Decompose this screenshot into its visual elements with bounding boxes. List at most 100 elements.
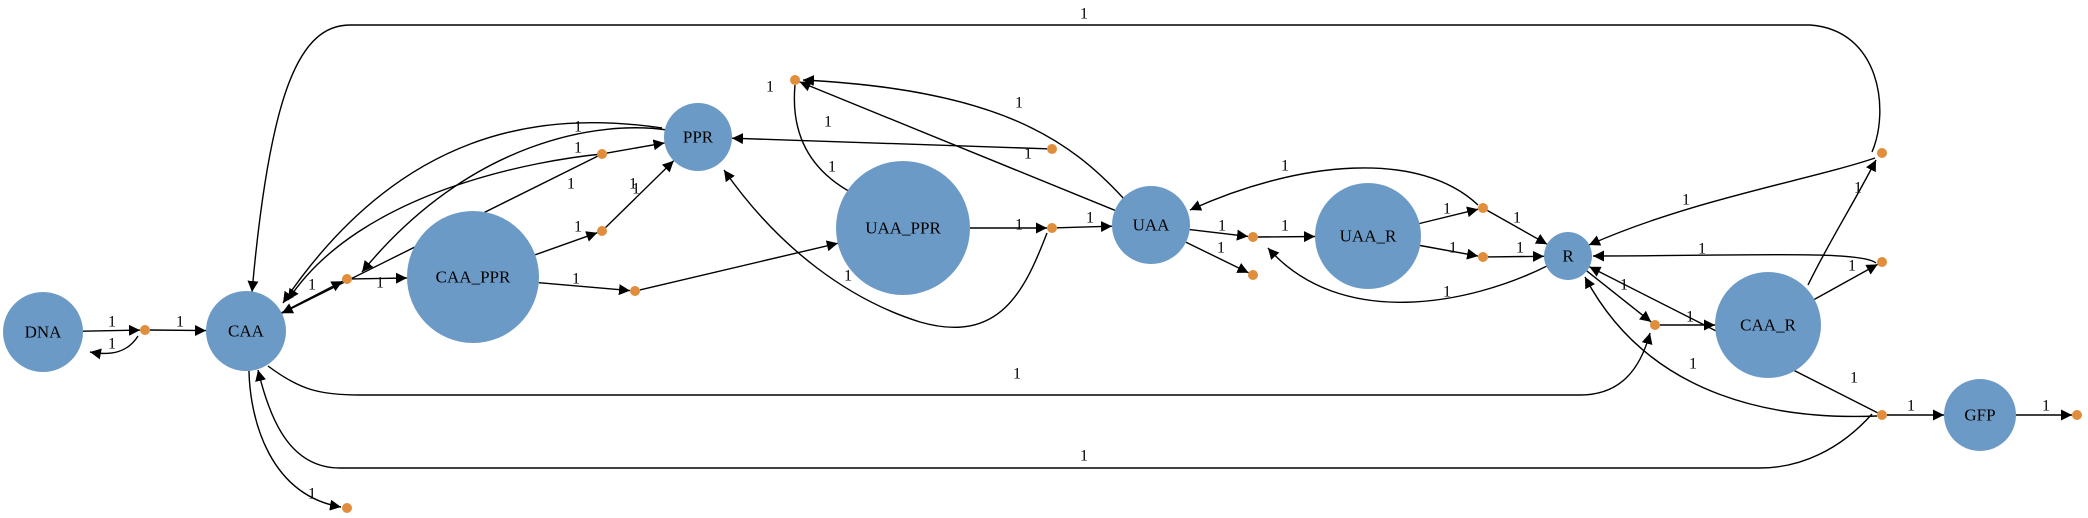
- edge-weight-label: 1: [1443, 201, 1451, 218]
- reaction-node-r16[interactable]: [1877, 410, 1887, 420]
- reaction-node-r7[interactable]: [1047, 144, 1057, 154]
- species-circle: [407, 211, 539, 343]
- reaction-node-r10[interactable]: [1248, 270, 1258, 280]
- species-label: PPR: [683, 128, 714, 147]
- species-node-uaa-ppr[interactable]: UAA_PPR: [836, 161, 970, 295]
- reaction-node-r11[interactable]: [1478, 203, 1488, 213]
- reaction-node-r18[interactable]: [342, 503, 352, 513]
- edge-weight-label: 1: [1698, 241, 1706, 258]
- edge-line: [248, 370, 342, 511]
- edge-line: [1056, 221, 1113, 233]
- species-node-uaa[interactable]: UAA: [1112, 186, 1190, 264]
- reaction-node-r13[interactable]: [1650, 320, 1660, 330]
- reaction-node-r12[interactable]: [1478, 252, 1488, 262]
- edge-weight-label: 1: [308, 277, 316, 294]
- edge-weight-label: 1: [1218, 218, 1226, 235]
- edge-r12-to-r: [1487, 250, 1545, 262]
- edge-weight-label: 1: [376, 275, 384, 292]
- edge-weight-label: 1: [108, 336, 116, 353]
- reaction-node-r9[interactable]: [1248, 232, 1258, 242]
- species-circle: [1315, 183, 1421, 289]
- species-label: CAA: [228, 322, 265, 341]
- species-circle: [1544, 232, 1592, 280]
- edge-line: [793, 84, 859, 197]
- edge-weight-label: 1: [1516, 240, 1524, 257]
- edge-line: [639, 240, 838, 291]
- edge-caa_ppr-to-r4: [534, 231, 598, 256]
- edge-weight-label: 1: [1443, 284, 1451, 301]
- edge-r4-to-ppr: [605, 160, 675, 229]
- species-label: DNA: [25, 323, 63, 342]
- species-circle: [1112, 186, 1190, 264]
- species-layer: DNA CAA CAA_PPR PPR UAA_PPR UAA UAA_R R CAA_R GFP: [3, 103, 2016, 451]
- edge-caa_r-to-r14: [247, 24, 1881, 293]
- edge-line: [1267, 247, 1550, 303]
- edge-r5-to-uaa_ppr: [639, 240, 838, 291]
- species-node-uaa-r[interactable]: UAA_R: [1315, 183, 1421, 289]
- edge-line: [267, 332, 1653, 396]
- edge-weight-label: 1: [1620, 277, 1628, 294]
- edge-line: [1588, 157, 1876, 246]
- species-node-caa-ppr[interactable]: CAA_PPR: [407, 211, 539, 343]
- edge-uaa-to-r10: [1185, 241, 1249, 274]
- edge-weight-label: 1: [828, 159, 836, 176]
- species-node-caa[interactable]: CAA: [206, 291, 286, 371]
- species-node-ppr[interactable]: PPR: [664, 103, 732, 171]
- edge-weight-label: 1: [766, 79, 774, 96]
- edge-line: [606, 139, 665, 154]
- edge-line: [1487, 250, 1545, 262]
- reaction-node-r15[interactable]: [1877, 257, 1887, 267]
- edge-line: [1419, 206, 1479, 225]
- edge-line: [1814, 263, 1878, 301]
- edge-line: [247, 24, 1881, 293]
- edge-dna-to-r1: [82, 324, 141, 336]
- edge-r8-to-uaa: [1056, 221, 1113, 233]
- species-circle: [836, 161, 970, 295]
- edge-r-to-r9: [1267, 247, 1550, 303]
- reaction-node-r17[interactable]: [2072, 410, 2082, 420]
- edge-weight-label: 1: [2042, 398, 2050, 415]
- edge-uaa_ppr-to-r7: [793, 84, 859, 197]
- species-node-dna[interactable]: DNA: [3, 292, 83, 372]
- edge-line: [723, 169, 1048, 328]
- edge-weight-label: 1: [572, 271, 580, 288]
- edge-line: [82, 324, 141, 336]
- species-node-r[interactable]: R: [1544, 232, 1592, 280]
- edge-r9-to-uaa_r: [1257, 231, 1316, 243]
- edge-weight-label: 1: [1024, 146, 1032, 163]
- reaction-node-r6[interactable]: [790, 75, 800, 85]
- species-node-gfp[interactable]: GFP: [1944, 379, 2016, 451]
- edge-weight-label: 1: [1449, 240, 1457, 257]
- edge-r11-to-uaa: [1189, 167, 1479, 211]
- reaction-node-r14[interactable]: [1877, 148, 1887, 158]
- reaction-node-r5[interactable]: [630, 286, 640, 296]
- edge-line: [1584, 276, 1878, 418]
- reaction-node-r2[interactable]: [342, 274, 352, 284]
- edge-weight-label: 1: [1513, 210, 1521, 227]
- edge-uaa_r-to-r11: [1419, 206, 1479, 225]
- reaction-node-r1[interactable]: [140, 325, 150, 335]
- edge-r1-to-caa: [149, 324, 207, 336]
- edge-weight-label: 1: [632, 181, 640, 198]
- edge-line: [1807, 159, 1877, 286]
- edge-weight-label: 1: [1080, 448, 1088, 465]
- species-circle: [1944, 379, 2016, 451]
- edge-weight-label: 1: [824, 114, 832, 131]
- reaction-node-r8[interactable]: [1047, 223, 1057, 233]
- edge-weight-label: 1: [844, 268, 852, 285]
- edge-r3-to-ppr: [606, 139, 665, 154]
- reaction-node-r4[interactable]: [597, 226, 607, 236]
- edge-weight-label: 1: [1086, 210, 1094, 227]
- edge-line: [1257, 231, 1316, 243]
- reactions-layer: [140, 75, 2082, 513]
- edge-weight-label: 1: [1682, 192, 1690, 209]
- edge-caa_r-to-r15: [1814, 263, 1878, 301]
- edge-r15-to-r: [1592, 250, 1877, 264]
- species-node-caa-r[interactable]: CAA_R: [1715, 272, 1821, 378]
- edge-line: [282, 121, 663, 304]
- edge-weight-label: 1: [567, 176, 575, 193]
- reaction-node-r3[interactable]: [597, 149, 607, 159]
- edge-weight-label: 1: [574, 140, 582, 157]
- edge-weight-label: 1: [1907, 398, 1915, 415]
